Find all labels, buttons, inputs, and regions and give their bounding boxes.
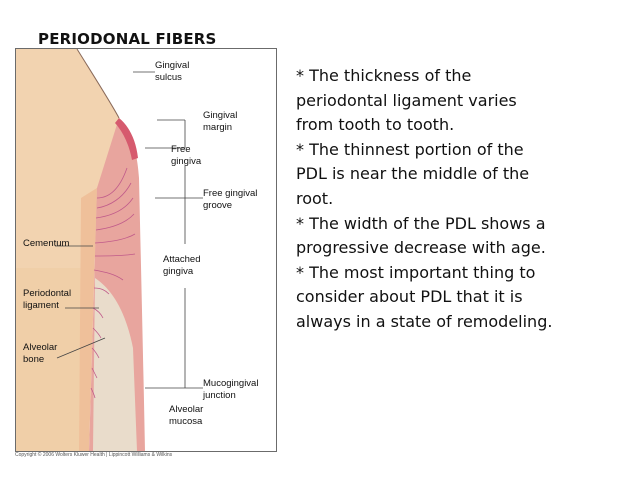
body-line: PDL is near the middle of the <box>296 164 530 184</box>
pdl-fibers <box>90 167 136 399</box>
gingival-margin-shape <box>115 118 138 160</box>
label-alveolar-bone: Alveolar <box>23 342 57 353</box>
body-line: * The most important thing to <box>296 262 536 282</box>
label-free-gingival-groove-2: groove <box>203 200 232 211</box>
body-line: consider about PDL that it is <box>296 287 523 307</box>
label-alveolar-bone-2: bone <box>23 354 44 365</box>
periodontium-diagram: Gingival sulcus Gingival margin Free gin… <box>15 48 277 452</box>
periodontium-illustration: Gingival sulcus Gingival margin Free gin… <box>15 48 277 452</box>
body-line: always in a state of remodeling. <box>296 311 553 331</box>
label-free-gingiva: Free <box>171 144 191 155</box>
body-line: * The thickness of the <box>296 66 472 85</box>
label-free-gingival-groove: Free gingival <box>203 188 257 199</box>
cementum-layer <box>79 188 97 451</box>
body-line: * The width of the PDL shows a <box>296 213 546 233</box>
tooth-root <box>16 268 93 451</box>
label-mucogingival-junction-2: junction <box>202 390 236 401</box>
tooth-outline <box>76 48 120 119</box>
label-free-gingiva-2: gingiva <box>171 156 202 167</box>
label-gingival-margin: Gingival <box>203 110 237 121</box>
body-line: periodontal ligament varies <box>296 90 517 110</box>
body-line: root. <box>296 188 334 208</box>
label-attached-gingiva: Attached <box>163 254 201 265</box>
label-gingival-sulcus-2: sulcus <box>155 72 182 83</box>
label-gingival-sulcus: Gingival <box>155 60 189 71</box>
label-mucogingival-junction: Mucogingival <box>203 378 258 389</box>
alveolar-bone-shape <box>93 278 137 451</box>
label-periodontal-ligament: Periodontal <box>23 288 71 299</box>
slide-body-text: * The thickness of the periodontal ligam… <box>296 64 632 335</box>
label-periodontal-ligament-2: ligament <box>23 300 59 311</box>
body-line: from tooth to tooth. <box>296 115 455 135</box>
label-attached-gingiva-2: gingiva <box>163 266 194 277</box>
body-line: progressive decrease with age. <box>296 238 546 258</box>
body-line: * The thinnest portion of the <box>296 139 524 159</box>
figure-copyright: Copyright © 2006 Wolters Kluwer Health |… <box>15 452 173 458</box>
label-gingival-margin-2: margin <box>203 122 232 133</box>
label-alveolar-mucosa: Alveolar <box>169 404 203 415</box>
diagram-labels: Gingival sulcus Gingival margin Free gin… <box>23 60 258 427</box>
slide-title: Periodonal Fibers <box>38 30 217 48</box>
label-alveolar-mucosa-2: mucosa <box>169 416 203 427</box>
label-guides <box>55 71 203 389</box>
label-cementum: Cementum <box>23 238 70 249</box>
